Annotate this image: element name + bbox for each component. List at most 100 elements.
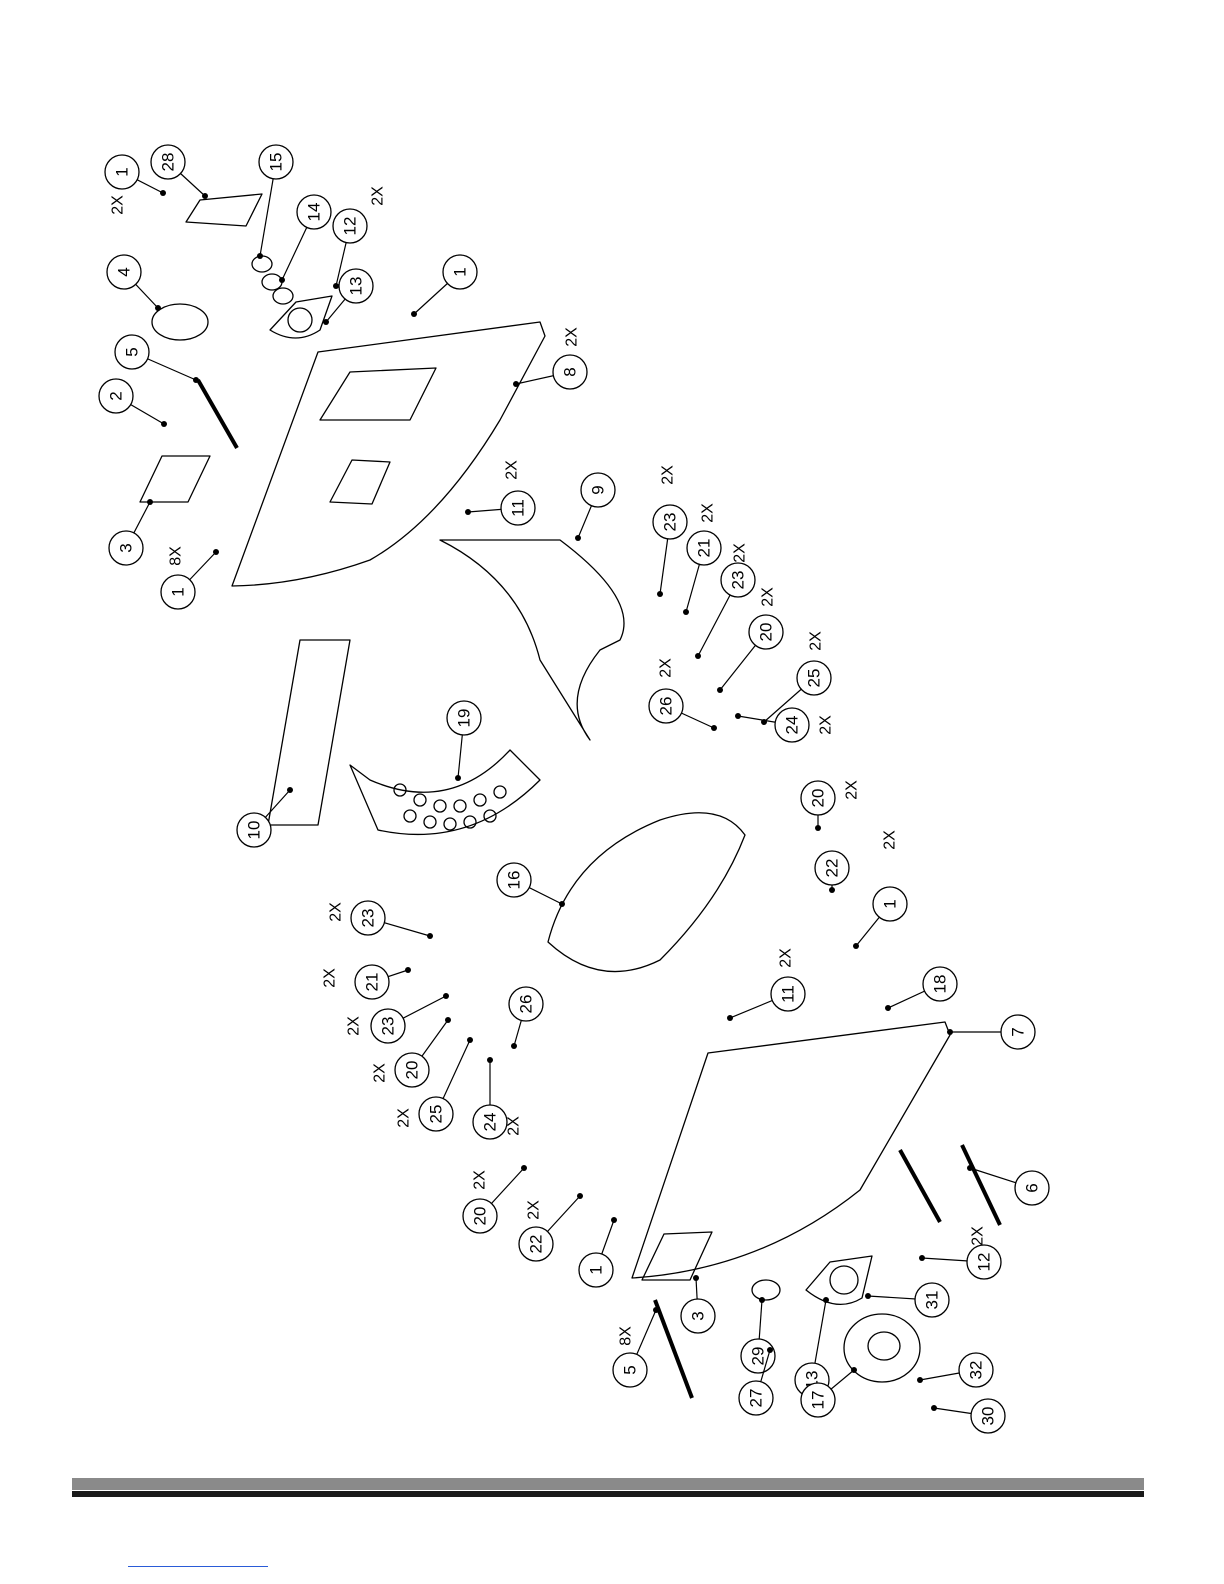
callout-arrowhead: [829, 887, 835, 893]
callout-number: 9: [589, 485, 608, 494]
callout-2: 2: [99, 379, 167, 427]
callout-1: 18X: [161, 546, 219, 609]
callout-quantity: 2X: [346, 1016, 363, 1036]
callout-14: 14: [279, 195, 331, 283]
callout-arrowhead: [443, 993, 449, 999]
part-13-lower-bore: [830, 1266, 858, 1294]
callout-number: 32: [967, 1361, 986, 1380]
part-6-rod-b: [962, 1145, 1000, 1225]
callout-arrowhead: [559, 901, 565, 907]
callout-arrowhead: [323, 319, 329, 325]
callout-23: 23 2X: [346, 993, 450, 1043]
footer-rule-gray: [72, 1478, 1144, 1490]
callout-quantity: 2X: [660, 465, 677, 485]
callout-number: 29: [749, 1347, 768, 1366]
callout-13: 13: [795, 1297, 829, 1397]
callout-number: 26: [517, 995, 536, 1014]
callout-quantity: 2X: [472, 1170, 489, 1190]
callout-arrowhead: [851, 1367, 857, 1373]
callout-arrowhead: [711, 725, 717, 731]
callout-number: 23: [379, 1017, 398, 1036]
callout-number: 20: [757, 623, 776, 642]
callout-quantity: 2X: [658, 658, 675, 678]
part-10-guide: [268, 640, 350, 825]
callout-arrowhead: [333, 283, 339, 289]
callout-quantity: 2X: [564, 327, 581, 347]
callout-number: 20: [471, 1207, 490, 1226]
callout-quantity: 2X: [808, 631, 825, 651]
callout-number: 3: [689, 1311, 708, 1320]
part-29-disc: [752, 1280, 780, 1300]
callout-number: 22: [527, 1235, 546, 1254]
callout-number: 1: [451, 267, 470, 276]
callout-number: 27: [747, 1389, 766, 1408]
part-3-label-plate: [140, 456, 210, 502]
callout-number: 22: [823, 859, 842, 878]
callout-arrowhead: [931, 1405, 937, 1411]
callout-arrowhead: [513, 381, 519, 387]
callout-4: 4: [107, 255, 161, 311]
callout-number: 6: [1023, 1183, 1042, 1192]
callout-arrowhead: [815, 825, 821, 831]
callout-20: 202X: [801, 780, 861, 831]
callout-number: 3: [117, 543, 136, 552]
callout-arrowhead: [947, 1029, 953, 1035]
callout-15: 15: [257, 145, 293, 259]
callout-number: 1: [881, 899, 900, 908]
callout-arrowhead: [853, 943, 859, 949]
callout-arrowhead: [427, 933, 433, 939]
callout-arrowhead: [147, 499, 153, 505]
callout-arrowhead: [575, 535, 581, 541]
callout-number: 15: [267, 153, 286, 172]
callout-arrowhead: [161, 421, 167, 427]
callout-arrowhead: [695, 653, 701, 659]
callout-number: 20: [403, 1061, 422, 1080]
callout-number: 1: [587, 1265, 606, 1274]
part-16-impeller-disc: [548, 813, 745, 972]
callout-arrowhead: [467, 1037, 473, 1043]
callout-23: 232X: [653, 465, 687, 597]
callout-quantity: 2X: [506, 1116, 523, 1136]
callout-arrowhead: [257, 253, 263, 259]
callout-number: 21: [363, 973, 382, 992]
callout-1: 1: [411, 255, 477, 317]
callout-arrowhead: [653, 1307, 659, 1313]
callout-number: 12: [341, 217, 360, 236]
callout-arrowhead: [202, 193, 208, 199]
callout-number: 25: [427, 1105, 446, 1124]
part-14-ring-b: [273, 288, 293, 304]
callout-arrowhead: [511, 1043, 517, 1049]
callout-5: 5: [115, 335, 199, 383]
callout-10: 10: [237, 787, 293, 847]
callout-16: 16: [497, 863, 565, 907]
callout-arrowhead: [577, 1193, 583, 1199]
callout-arrowhead: [885, 1005, 891, 1011]
callout-number: 24: [481, 1113, 500, 1132]
footer-link-underline[interactable]: [128, 1566, 268, 1567]
callout-number: 4: [115, 267, 134, 276]
callout-20: 20 2X: [463, 1165, 527, 1233]
callout-arrowhead: [405, 967, 411, 973]
callout-arrowhead: [465, 509, 471, 515]
callout-number: 1: [169, 587, 188, 596]
callout-number: 20: [809, 789, 828, 808]
part-15-snap-ring: [252, 256, 272, 272]
callout-arrowhead: [611, 1217, 617, 1223]
part-5-rod: [198, 380, 237, 448]
callout-arrowhead: [967, 1165, 973, 1171]
callout-quantity: 2X: [396, 1108, 413, 1128]
callout-21: 212X: [322, 965, 412, 999]
part-13-lower-bearing: [806, 1256, 872, 1304]
callout-quantity: 2X: [328, 902, 345, 922]
callout-arrowhead: [411, 311, 417, 317]
callout-number: 19: [455, 709, 474, 728]
callout-number: 23: [359, 909, 378, 928]
callout-23: 23 2X: [328, 901, 434, 939]
callout-quantity: 2X: [370, 186, 387, 206]
footer-rule: [72, 1478, 1144, 1500]
callout-number: 30: [979, 1407, 998, 1426]
callout-26: 26: [509, 987, 543, 1049]
callout-arrowhead: [287, 787, 293, 793]
